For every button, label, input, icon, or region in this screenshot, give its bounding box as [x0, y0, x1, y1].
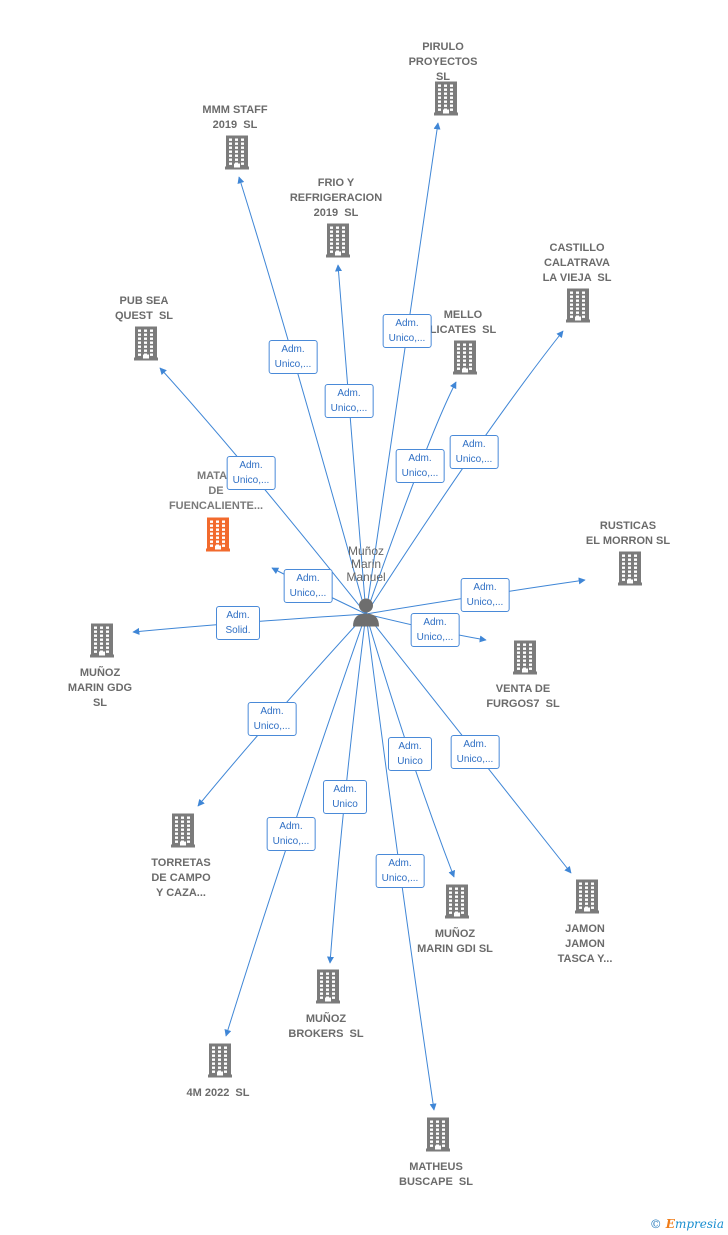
- company-label-matad[interactable]: MATAD DE FUENCALIENTE...: [168, 470, 264, 512]
- edge-label-gdi: Adm. Unico: [388, 737, 432, 771]
- edge-label-matad: Adm. Unico,...: [283, 569, 333, 603]
- company-label-mello[interactable]: MELLO LICATES SL: [429, 309, 497, 336]
- edge-label-pubsea: Adm. Unico,...: [226, 456, 276, 490]
- edge-label-torretas: Adm. Unico,...: [247, 702, 297, 736]
- edge-label-frio: Adm. Unico,...: [324, 384, 374, 418]
- building-icon[interactable]: [316, 969, 340, 1009]
- building-icon[interactable]: [134, 326, 158, 366]
- building-icon[interactable]: [434, 81, 458, 121]
- building-icon[interactable]: [90, 623, 114, 663]
- company-label-brokers[interactable]: MUÑOZ BROKERS SL: [288, 1013, 364, 1040]
- edge-label-gdg: Adm. Solid.: [216, 606, 260, 640]
- building-icon[interactable]: [208, 1043, 232, 1083]
- company-label-rusticas[interactable]: RUSTICAS EL MORRON SL: [585, 520, 671, 547]
- building-icon[interactable]: [225, 135, 249, 175]
- edge-label-furgos: Adm. Unico,...: [410, 613, 460, 647]
- company-label-pubsea[interactable]: PUB SEA QUEST SL: [114, 295, 174, 322]
- company-label-matheus[interactable]: MATHEUS BUSCAPE SL: [399, 1161, 473, 1188]
- company-label-jamon[interactable]: JAMON JAMON TASCA Y...: [557, 923, 613, 965]
- person-name[interactable]: Muñoz Marin Manuel: [346, 544, 386, 584]
- edge-label-mmm: Adm. Unico,...: [268, 340, 318, 374]
- edge-label-rusticas: Adm. Unico,...: [460, 578, 510, 612]
- company-label-gdi[interactable]: MUÑOZ MARIN GDI SL: [417, 928, 493, 955]
- edge-label-mello: Adm. Unico,...: [395, 449, 445, 483]
- company-label-mmm[interactable]: MMM STAFF 2019 SL: [202, 104, 268, 131]
- edge-label-4m: Adm. Unico,...: [266, 817, 316, 851]
- building-icon[interactable]: [453, 340, 477, 380]
- company-label-gdg[interactable]: MUÑOZ MARIN GDG SL: [67, 667, 133, 709]
- copyright-symbol: ©: [649, 1217, 662, 1231]
- brand-name: mpresia: [674, 1217, 724, 1231]
- edge-label-pirulo: Adm. Unico,...: [382, 314, 432, 348]
- empresia-logo[interactable]: ©Empresia: [650, 1217, 724, 1231]
- edge-label-jamon: Adm. Unico,...: [450, 735, 500, 769]
- building-icon[interactable]: [618, 551, 642, 591]
- building-icon[interactable]: [426, 1117, 450, 1157]
- edge-label-castillo: Adm. Unico,...: [449, 435, 499, 469]
- company-label-4m[interactable]: 4M 2022 SL: [186, 1087, 250, 1099]
- edge-label-matheus: Adm. Unico,...: [375, 854, 425, 888]
- person-icon[interactable]: [351, 597, 381, 632]
- building-icon[interactable]: [566, 288, 590, 328]
- company-label-frio[interactable]: FRIO Y REFRIGERACION 2019 SL: [289, 177, 383, 219]
- building-icon[interactable]: [171, 813, 195, 853]
- building-icon[interactable]: [445, 884, 469, 924]
- building-icon[interactable]: [513, 640, 537, 680]
- brand-initial: E: [665, 1217, 675, 1231]
- company-label-torretas[interactable]: TORRETAS DE CAMPO Y CAZA...: [151, 857, 211, 899]
- building-icon[interactable]: [206, 517, 230, 557]
- building-icon[interactable]: [326, 223, 350, 263]
- company-label-castillo[interactable]: CASTILLO CALATRAVA LA VIEJA SL: [542, 242, 612, 284]
- company-label-pirulo[interactable]: PIRULO PROYECTOS SL: [408, 41, 478, 83]
- building-icon[interactable]: [575, 879, 599, 919]
- company-label-furgos[interactable]: VENTA DE FURGOS7 SL: [486, 683, 560, 710]
- edge-label-brokers: Adm. Unico: [323, 780, 367, 814]
